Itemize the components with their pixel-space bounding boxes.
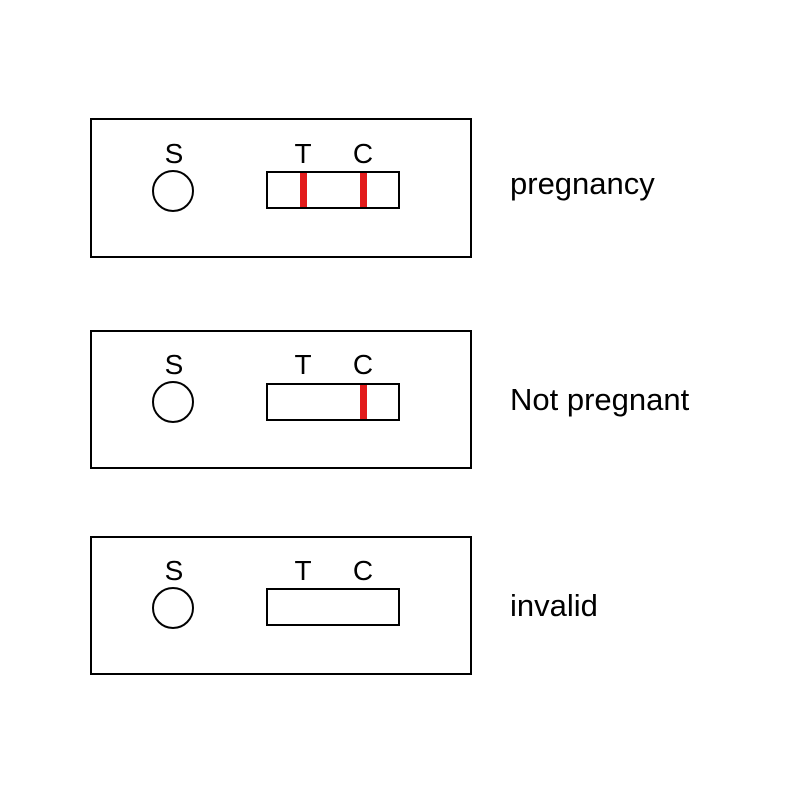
- sample-well: [152, 587, 194, 629]
- test-label: T: [294, 349, 312, 380]
- test-line: [299, 173, 307, 207]
- control-line: [359, 173, 367, 207]
- control-line: [359, 385, 367, 419]
- test-label: T: [294, 555, 312, 586]
- test-cassette-positive: S T C: [90, 118, 472, 258]
- sample-label: S: [164, 138, 184, 169]
- result-window: [266, 383, 400, 421]
- result-text-not-pregnant: Not pregnant: [510, 382, 690, 417]
- control-label: C: [352, 138, 374, 169]
- test-cassette-negative: S T C: [90, 330, 472, 469]
- result-text-pregnancy: pregnancy: [510, 166, 655, 201]
- sample-well: [152, 170, 194, 212]
- test-label: T: [294, 138, 312, 169]
- result-text-invalid: invalid: [510, 588, 598, 623]
- sample-well: [152, 381, 194, 423]
- control-label: C: [352, 349, 374, 380]
- result-window: [266, 171, 400, 209]
- sample-label: S: [164, 349, 184, 380]
- result-window: [266, 588, 400, 626]
- control-label: C: [352, 555, 374, 586]
- test-cassette-invalid: S T C: [90, 536, 472, 675]
- sample-label: S: [164, 555, 184, 586]
